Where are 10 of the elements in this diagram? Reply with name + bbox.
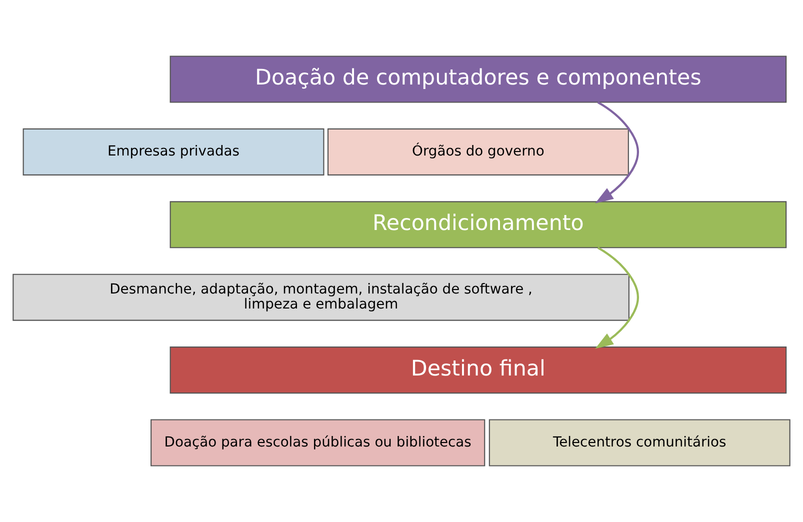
node-box: Doação de computadores e componentes [170,56,787,103]
node-box: Desmanche, adaptação, montagem, instalação de software , limpeza e embalagem [12,274,630,321]
node-box: Órgãos do governo [327,128,629,176]
node-box: Destino final [170,346,787,394]
arrow [595,246,639,349]
node-box: Doação para escolas públicas ou bibliotecas [150,419,486,466]
node-box: Empresas privadas [22,128,324,176]
node-box: Recondicionamento [170,201,787,248]
node-box: Telecentros comunitários [488,419,790,466]
arrow [595,101,639,204]
